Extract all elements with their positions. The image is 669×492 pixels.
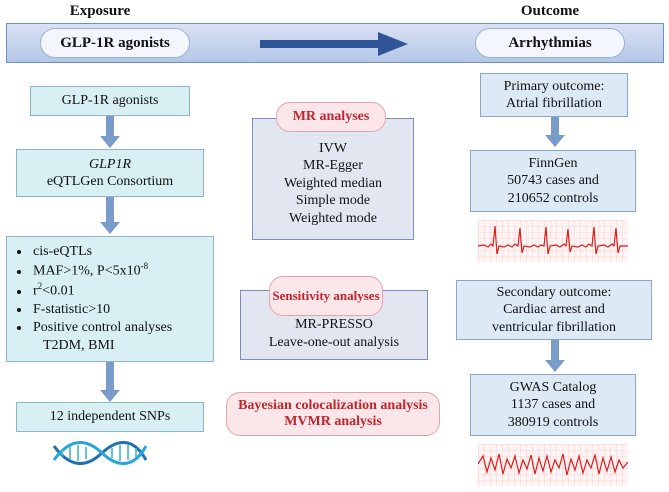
gene-source-box: GLP1R eQTLGen Consortium	[16, 149, 204, 197]
band-arrow	[260, 32, 408, 56]
band-outcome-pill: Arrhythmias	[475, 28, 625, 58]
primary-outcome-disease: Atrial fibrillation	[505, 96, 603, 111]
ecg-trace-af	[478, 220, 628, 262]
ecg-trace-vf	[478, 444, 628, 486]
criterion-f-statistic: F-statistic>10	[31, 301, 172, 319]
sensitivity-title: Sensitivity analyses	[269, 276, 383, 316]
sens-method-loo: Leave-one-out analysis	[268, 334, 400, 350]
mr-method-simple-mode: Simple mode	[295, 193, 371, 208]
arrow-right-1	[551, 117, 559, 137]
primary-outcome-box: Primary outcome: Atrial fibrillation	[480, 73, 628, 117]
mr-methods-box: IVW MR-Egger Weighted median Simple mode…	[252, 118, 414, 240]
mr-analyses-title: MR analyses	[276, 102, 386, 132]
arrowhead-left-3	[100, 390, 120, 402]
exposure-label: GLP-1R agonists	[61, 93, 159, 109]
secondary-outcome-box: Secondary outcome: Cardiac arrest and ve…	[456, 280, 652, 340]
iv-criteria-box: cis-eQTLs MAF>1%, P<5x10-8 r2<0.01 F-sta…	[6, 236, 214, 362]
gwas-controls: 380919 controls	[507, 414, 599, 430]
secondary-outcome-label: Secondary outcome:	[496, 284, 612, 300]
arrowhead-left-1	[100, 136, 120, 148]
exposure-header: Exposure	[69, 3, 131, 19]
positive-control-traits: T2DM, BMI	[43, 338, 115, 354]
mr-method-egger: MR-Egger	[303, 158, 363, 173]
extra-analyses-pill: Bayesian colocalization analysis MVMR an…	[226, 392, 440, 436]
bayesian-colocalization: Bayesian colocalization analysis	[238, 397, 428, 413]
finngen-controls: 210652 controls	[507, 190, 599, 206]
criterion-maf-p: MAF>1%, P<5x10-8	[31, 261, 172, 281]
primary-outcome-label: Primary outcome:	[503, 78, 605, 94]
arrow-left-2	[106, 197, 114, 223]
dna-icon	[52, 441, 148, 465]
band-exposure-pill: GLP-1R agonists	[40, 28, 190, 58]
arrow-left-3	[106, 362, 114, 392]
snps-box: 12 independent SNPs	[16, 402, 204, 432]
gwas-cases: 1137 cases and	[510, 397, 596, 413]
mvmr-analysis: MVMR analysis	[284, 414, 382, 429]
arrow-right-2	[551, 340, 559, 362]
secondary-outcome-disease-2: ventricular fibrillation	[491, 319, 616, 335]
mr-method-ivw: IVW	[319, 140, 347, 156]
gene-name: GLP1R	[89, 156, 131, 172]
secondary-outcome-disease-1: Cardiac arrest and	[503, 302, 605, 318]
gwas-box: GWAS Catalog 1137 cases and 380919 contr…	[470, 374, 636, 436]
snps-label: 12 independent SNPs	[49, 409, 171, 425]
criterion-positive-control: Positive control analyses	[31, 319, 172, 337]
gene-source: eQTLGen Consortium	[46, 174, 174, 189]
finngen-name: FinnGen	[528, 155, 578, 171]
arrowhead-left-2	[100, 222, 120, 234]
criterion-cis-eqtls: cis-eQTLs	[31, 243, 172, 261]
mr-method-weighted-median: Weighted median	[283, 175, 382, 191]
arrowhead-right-2	[545, 360, 565, 372]
criterion-r2: r2<0.01	[31, 281, 172, 301]
finngen-cases: 50743 cases and	[507, 173, 599, 189]
arrow-left-1	[106, 116, 114, 138]
outcome-header: Outcome	[520, 3, 580, 19]
mr-method-weighted-mode: Weighted mode	[289, 210, 377, 226]
iv-criteria-list: cis-eQTLs MAF>1%, P<5x10-8 r2<0.01 F-sta…	[13, 243, 172, 337]
gwas-name: GWAS Catalog	[509, 379, 597, 395]
arrowhead-right-1	[545, 135, 565, 147]
sens-method-presso: MR-PRESSO	[295, 317, 373, 332]
exposure-box: GLP-1R agonists	[30, 86, 190, 116]
finngen-box: FinnGen 50743 cases and 210652 controls	[470, 150, 636, 212]
